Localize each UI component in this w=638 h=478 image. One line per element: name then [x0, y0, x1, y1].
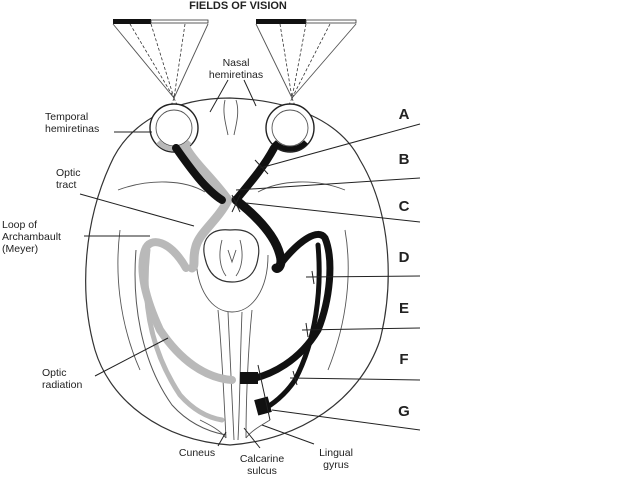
optic-radiation-label-1: Optic	[42, 367, 67, 379]
lingual-gyrus-label-2: gyrus	[323, 459, 349, 471]
left-field-bar-dark	[113, 19, 151, 24]
brain-outline	[85, 97, 389, 446]
calcarine-lesion-block	[240, 372, 258, 384]
label-leaders	[79, 79, 315, 449]
nasal-hemiretinas-label-2: hemiretinas	[209, 69, 263, 81]
optic-chiasm	[231, 194, 241, 213]
nasal-hemiretinas-label-1: Nasal	[223, 57, 250, 69]
right-visual-pathway	[172, 144, 334, 416]
visual-field-bars	[113, 19, 357, 24]
lesion-letter-f: F	[399, 351, 408, 368]
right-field-bar-light	[305, 19, 357, 24]
left-field-bar-light	[150, 19, 209, 24]
right-eye	[265, 103, 315, 153]
lesion-letters: A B C D E F G	[398, 106, 410, 420]
lesion-letter-a: A	[399, 106, 410, 123]
optic-radiation-label-2: radiation	[42, 379, 82, 391]
temporal-hemiretinas-label-1: Temporal	[45, 111, 88, 123]
loop-of-meyer-label-2: Archambault	[2, 231, 61, 243]
loop-of-meyer-label-1: Loop of	[2, 219, 37, 231]
diagram-title: FIELDS OF VISION	[189, 0, 287, 12]
left-visual-pathway	[134, 143, 236, 436]
calcarine-sulcus-label-1: Calcarine	[240, 453, 285, 465]
optic-tract-label-2: tract	[56, 179, 77, 191]
optic-tract-label-1: Optic	[56, 167, 81, 179]
lesion-letter-b: B	[399, 151, 410, 168]
right-field-bar-dark	[256, 19, 306, 24]
lesion-letter-d: D	[399, 249, 410, 266]
loop-of-meyer-label-3: (Meyer)	[2, 243, 38, 255]
lesion-letter-e: E	[399, 300, 409, 317]
temporal-hemiretinas-label-2: hemiretinas	[45, 123, 99, 135]
lingual-gyrus-label-1: Lingual	[319, 447, 353, 459]
midbrain	[195, 229, 269, 313]
anatomical-labels: Nasal hemiretinas Temporal hemiretinas O…	[2, 57, 353, 477]
lesion-letter-g: G	[398, 403, 410, 420]
lesion-indicators	[235, 123, 421, 431]
lesion-letter-c: C	[399, 198, 410, 215]
calcarine-sulcus-label-2: sulcus	[247, 465, 277, 477]
cuneus-label: Cuneus	[179, 447, 215, 459]
